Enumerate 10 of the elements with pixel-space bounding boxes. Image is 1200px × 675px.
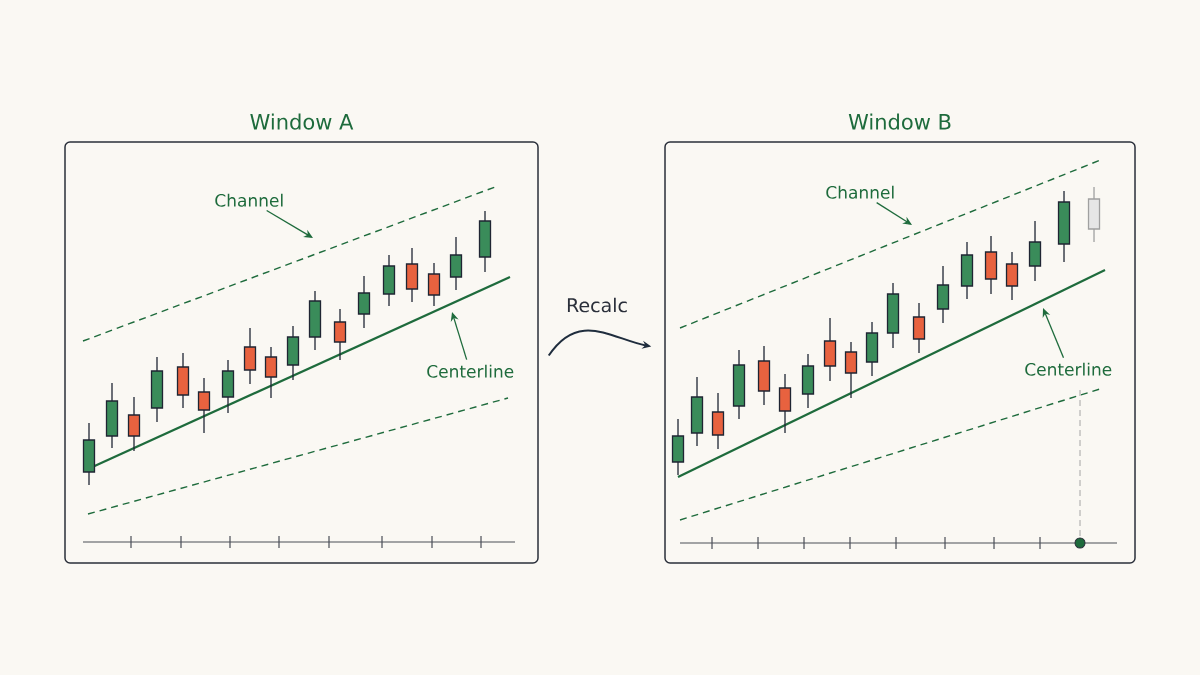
node-label: Window B [848,113,951,130]
leader-line [450,312,468,361]
leader-line [876,202,912,225]
line-label: Channel [215,193,283,207]
line-label: Centerline [1025,362,1112,376]
leader-line [266,209,313,238]
node-label: Window A [250,113,354,130]
line-label: Centerline [427,364,514,378]
line-label: Channel [826,185,894,199]
leader-line [1042,308,1065,359]
